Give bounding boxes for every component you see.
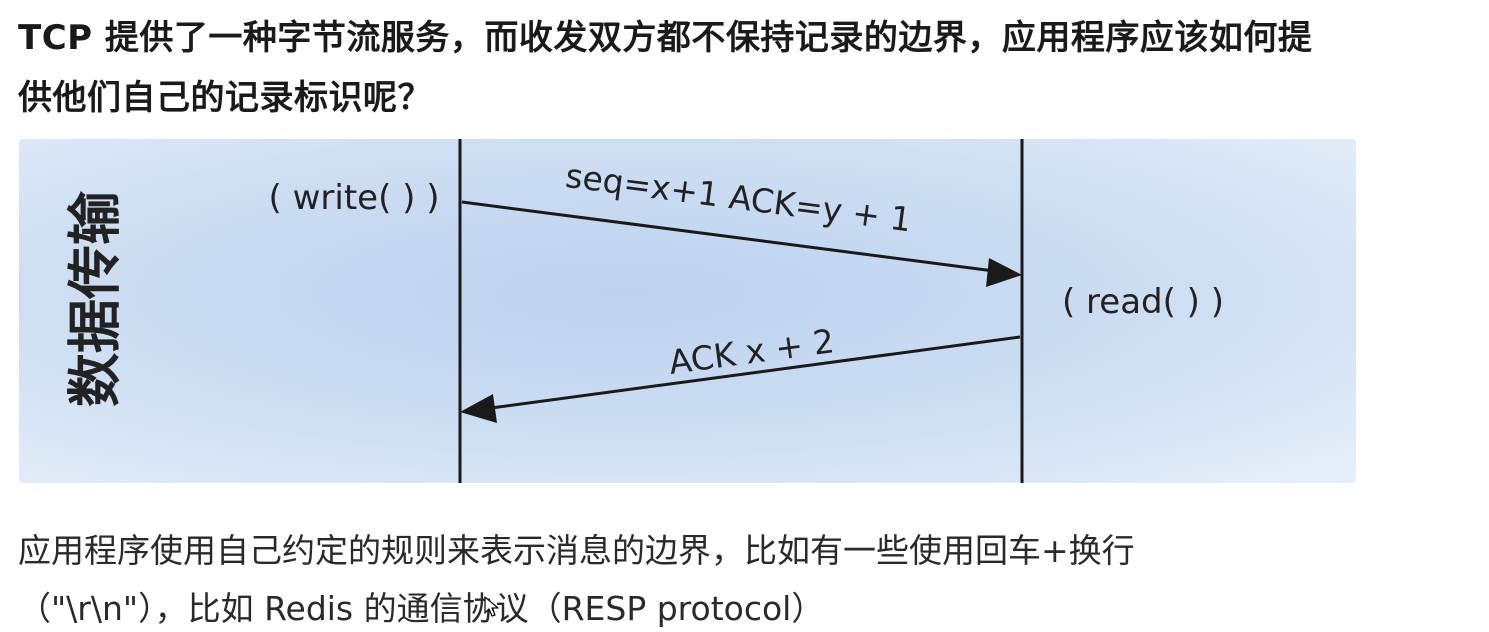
- tcp-data-transfer-diagram: 数据传输 ( write( ) ) ( read( ) ) seq=x+1 AC…: [19, 139, 1356, 483]
- msg1-arrowhead-icon: [986, 258, 1022, 287]
- question-line-1: TCP 提供了一种字节流服务，而收发双方都不保持记录的边界，应用程序应该如何提: [18, 18, 1313, 58]
- msg2-arrow-line: [490, 335, 1021, 410]
- diagram-background: [19, 139, 1356, 483]
- side-label: 数据传输: [64, 190, 127, 407]
- answer-line-2: （"\r\n"），比如 Redis 的通信协议（RESP protocol）: [18, 589, 825, 628]
- receiver-label: ( read( ) ): [1062, 282, 1224, 322]
- msg2-arrowhead-icon: [460, 394, 497, 423]
- sender-label: ( write( ) ): [269, 178, 440, 218]
- question-heading: TCP 提供了一种字节流服务，而收发双方都不保持记录的边界，应用程序应该如何提 …: [18, 8, 1489, 128]
- arrow-cursor-icon: [484, 596, 500, 618]
- msg1-arrow-line: [461, 200, 995, 273]
- answer-line-1: 应用程序使用自己约定的规则来表示消息的边界，比如有一些使用回车+换行: [18, 531, 1135, 570]
- question-line-2: 供他们自己的记录标识呢？: [18, 78, 432, 118]
- answer-paragraph: 应用程序使用自己约定的规则来表示消息的边界，比如有一些使用回车+换行 （"\r\…: [18, 522, 1135, 632]
